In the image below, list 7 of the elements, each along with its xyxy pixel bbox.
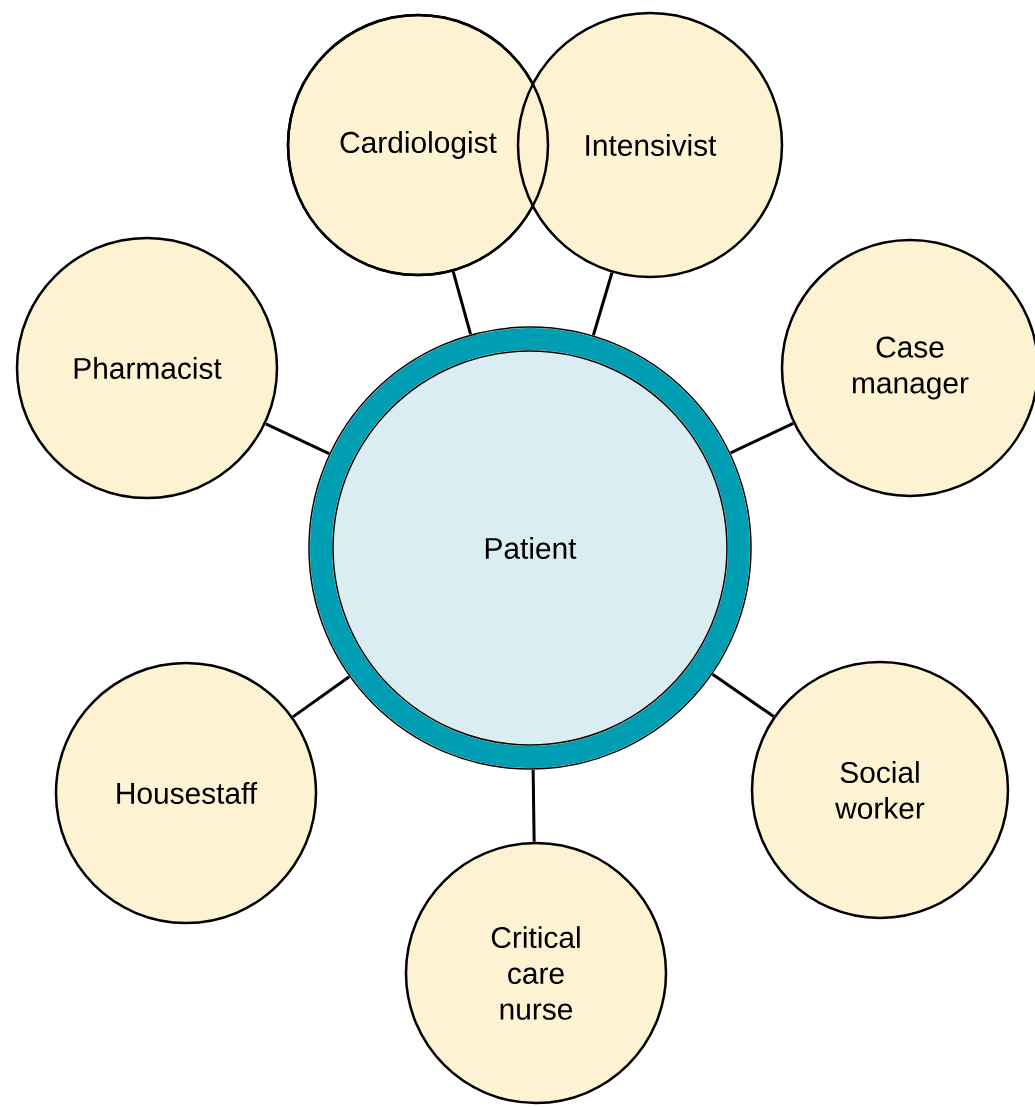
connector-line (292, 675, 351, 719)
connector-line (265, 422, 330, 455)
connector-line (531, 769, 536, 842)
connector-line (711, 673, 775, 718)
connector-line (591, 272, 614, 336)
connector-line (729, 422, 794, 455)
connector-line (451, 271, 472, 335)
